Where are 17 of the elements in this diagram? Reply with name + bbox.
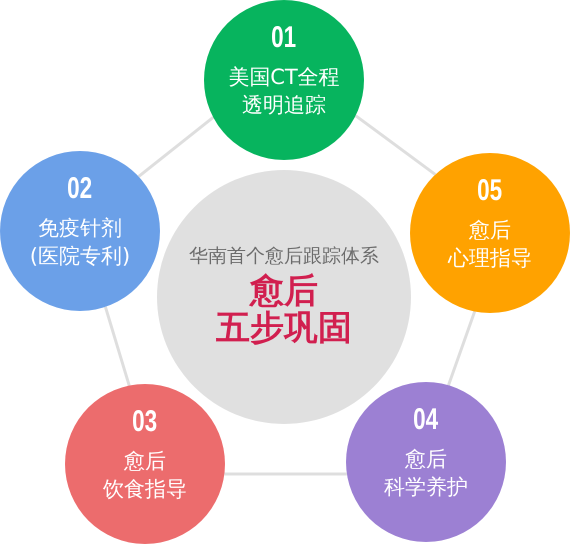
step-label: 愈后心理指导 bbox=[446, 217, 533, 272]
step-number: 02 bbox=[67, 173, 93, 205]
connector-line bbox=[104, 306, 131, 386]
headline: 愈后五步巩固 bbox=[215, 273, 353, 347]
step-label: 愈后饮食指导 bbox=[102, 448, 188, 503]
step-label: 美国CT全程透明追踪 bbox=[227, 64, 341, 119]
step-label: 愈后科学养护 bbox=[382, 446, 469, 501]
connector-line bbox=[224, 472, 347, 476]
step-number: 05 bbox=[477, 175, 503, 207]
subtitle: 华南首个愈后跟踪体系 bbox=[189, 244, 379, 268]
step-number: 01 bbox=[271, 22, 297, 54]
step-number: 04 bbox=[413, 404, 439, 436]
step-number: 03 bbox=[132, 406, 158, 438]
connector-line bbox=[354, 114, 436, 176]
connector-line bbox=[447, 311, 476, 386]
connector-line bbox=[138, 116, 214, 178]
step-label: 免疫针剂(医院专利) bbox=[28, 215, 132, 270]
